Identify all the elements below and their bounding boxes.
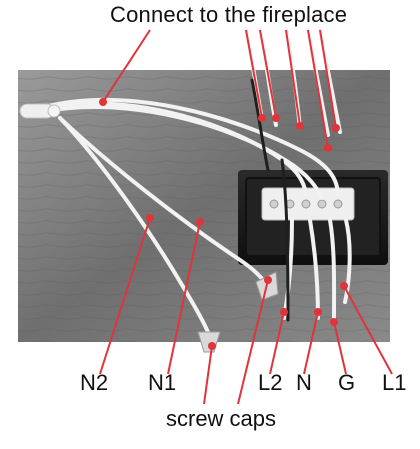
callout-dot <box>332 124 340 132</box>
callout-top-4 <box>307 29 329 149</box>
caption-screw-caps: screw caps <box>166 406 277 431</box>
label-L2: L2 <box>258 370 283 395</box>
callout-G <box>333 321 347 375</box>
callouts <box>99 29 393 405</box>
callout-top-1 <box>245 29 263 119</box>
callout-dot <box>258 114 266 122</box>
callout-dot <box>208 342 216 350</box>
callout-N <box>303 311 319 375</box>
callout-N1 <box>167 221 201 375</box>
callout-dot <box>196 218 204 226</box>
screw-cap-left <box>197 331 221 353</box>
callout-dot <box>296 122 304 130</box>
label-N2: N2 <box>80 370 109 395</box>
callout-dot <box>99 98 107 106</box>
callout-dot <box>324 144 332 152</box>
callout-screwcap-left <box>203 345 213 405</box>
callout-L1 <box>343 285 393 375</box>
label-N: N <box>296 370 312 395</box>
callout-dot <box>272 114 280 122</box>
label-G: G <box>338 370 356 395</box>
left-connector <box>19 103 61 119</box>
callout-screwcap-right <box>237 279 269 405</box>
dark-wires <box>250 78 290 322</box>
figure-title: Connect to the fireplace <box>110 2 348 27</box>
callout-N2 <box>99 217 151 375</box>
terminal-screws <box>269 199 343 209</box>
label-L1: L1 <box>382 370 407 395</box>
callout-top-3 <box>285 29 301 127</box>
callout-top-2 <box>259 29 277 119</box>
callout-dot <box>340 282 348 290</box>
callout-dot <box>330 318 338 326</box>
callout-L2 <box>269 311 285 375</box>
callout-dot <box>146 214 154 222</box>
callout-top-left <box>102 29 151 103</box>
callout-dot <box>264 276 272 284</box>
callout-dot <box>314 308 322 316</box>
label-N1: N1 <box>148 370 177 395</box>
callout-dot <box>280 308 288 316</box>
callout-dots <box>99 98 348 350</box>
callout-top-5 <box>319 29 337 129</box>
